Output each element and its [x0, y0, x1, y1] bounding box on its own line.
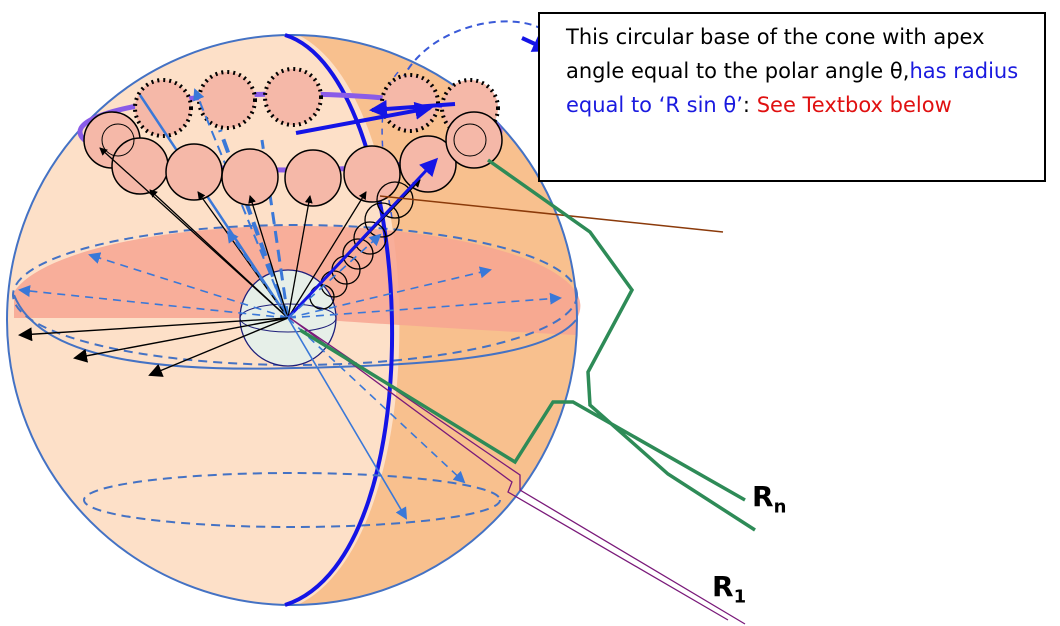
- front-radius-arrows: [18, 317, 289, 377]
- explanation-textbox: This circular base of the cone with apex…: [538, 12, 1046, 182]
- textbox-pointer-line: [379, 195, 724, 233]
- lower-dashed-ellipse: [83, 472, 501, 528]
- textbox-text-radius: has radius equal to ‘R sin θ’: [566, 59, 1019, 117]
- outer-dashed-arc: [401, 20, 556, 81]
- textbox-text-reference: See Textbox below: [756, 93, 952, 117]
- sphere-outline: [6, 34, 578, 606]
- textbox-text-colon: :: [742, 93, 757, 117]
- label-r1: R1: [712, 570, 747, 608]
- meridian: [284, 33, 394, 607]
- radius-r-line: [286, 157, 439, 320]
- lower-arrows: [287, 317, 466, 520]
- rn-line: [299, 158, 756, 532]
- textbox-text-main: This circular base of the cone with apex…: [566, 25, 985, 83]
- equatorial-arrows: [18, 230, 562, 319]
- label-rn: Rn: [752, 480, 787, 518]
- dotted-circles: [133, 67, 500, 138]
